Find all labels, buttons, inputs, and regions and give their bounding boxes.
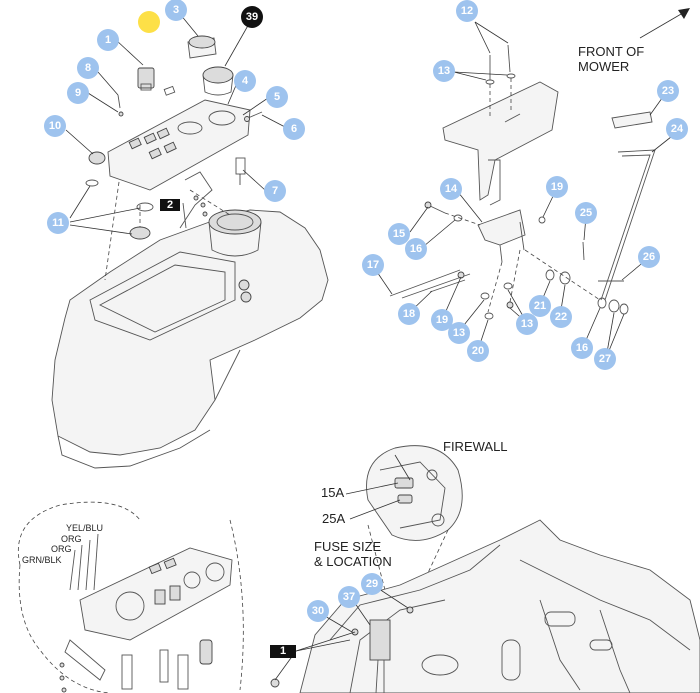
wire-grn-blk-label: GRN/BLK (22, 555, 62, 565)
callout-4[interactable]: 4 (234, 70, 256, 92)
callout-25-label: 25 (580, 207, 592, 219)
callout-12-label: 12 (461, 5, 473, 17)
callout-17-label: 17 (367, 259, 379, 271)
callout-30[interactable]: 30 (307, 600, 329, 622)
callout-13-top-label: 13 (438, 65, 450, 77)
console-assembly (51, 35, 329, 469)
wire-yel-blu-label: YEL/BLU (66, 523, 103, 533)
callout-21-label: 21 (534, 300, 546, 312)
callout-19-left[interactable]: 19 (431, 309, 453, 331)
front-of-mower-line2: MOWER (578, 59, 629, 74)
callout-7[interactable]: 7 (264, 180, 286, 202)
callout-11-label: 11 (52, 217, 64, 229)
callout-5-label: 5 (274, 91, 280, 103)
callout-16-right[interactable]: 16 (571, 337, 593, 359)
wire-org-label-2: ORG (51, 544, 72, 554)
callout-13-mid-label: 13 (453, 327, 465, 339)
frame-assembly (270, 445, 700, 693)
callout-16-left-label: 16 (410, 243, 422, 255)
callout-23[interactable]: 23 (657, 80, 679, 102)
callout-11[interactable]: 11 (47, 212, 69, 234)
callout-15[interactable]: 15 (388, 223, 410, 245)
callout-6[interactable]: 6 (283, 118, 305, 140)
firewall-label: FIREWALL (443, 439, 508, 454)
fuse-size-location-line1: FUSE SIZE (314, 539, 382, 554)
tag-2-label: 2 (167, 199, 173, 211)
callout-24-label: 24 (671, 123, 684, 135)
leaders-linkage (372, 21, 677, 359)
callout-3[interactable]: 3 (165, 0, 187, 21)
callout-9[interactable]: 9 (67, 82, 89, 104)
callout-17[interactable]: 17 (362, 254, 384, 276)
callout-14-label: 14 (445, 183, 458, 195)
callout-39[interactable]: 39 (241, 6, 263, 28)
callout-18-label: 18 (403, 308, 415, 320)
callout-12[interactable]: 12 (456, 0, 478, 22)
callout-19-right-label: 19 (551, 181, 563, 193)
callout-8-label: 8 (85, 62, 91, 74)
callout-13-top[interactable]: 13 (433, 60, 455, 82)
tag-2[interactable]: 2 (160, 199, 180, 211)
callout-highlight[interactable] (138, 11, 160, 33)
linkage-assembly (389, 8, 690, 320)
callout-10-label: 10 (49, 120, 61, 132)
callout-10[interactable]: 10 (44, 115, 66, 137)
callout-26-label: 26 (643, 251, 655, 263)
callout-29-label: 29 (366, 578, 378, 590)
callout-37-label: 37 (343, 591, 355, 603)
callout-15-label: 15 (393, 228, 405, 240)
callout-16-left[interactable]: 16 (405, 238, 427, 260)
wiring-panel-assembly (18, 501, 244, 693)
callout-13-right[interactable]: 13 (516, 313, 538, 335)
front-of-mower-line1: FRONT OF (578, 44, 644, 59)
fuse-25a-label: 25A (322, 511, 345, 526)
callout-3-label: 3 (173, 4, 179, 16)
callout-19-left-label: 19 (436, 314, 448, 326)
callout-25[interactable]: 25 (575, 202, 597, 224)
callout-37[interactable]: 37 (338, 586, 360, 608)
callout-5[interactable]: 5 (266, 86, 288, 108)
callout-39-label: 39 (246, 11, 258, 23)
wire-org-label-1: ORG (61, 534, 82, 544)
callout-29[interactable]: 29 (361, 573, 383, 595)
callout-30-label: 30 (312, 605, 324, 617)
callout-20[interactable]: 20 (467, 340, 489, 362)
callout-8[interactable]: 8 (77, 57, 99, 79)
fuse-15a-label: 15A (321, 485, 344, 500)
callout-20-label: 20 (472, 345, 484, 357)
leaders-frame (274, 482, 409, 681)
callout-13-right-label: 13 (521, 318, 533, 330)
callout-6-label: 6 (291, 123, 297, 135)
callout-26[interactable]: 26 (638, 246, 660, 268)
callout-21[interactable]: 21 (529, 295, 551, 317)
callout-13-mid[interactable]: 13 (448, 322, 470, 344)
callout-24[interactable]: 24 (666, 118, 688, 140)
callout-14[interactable]: 14 (440, 178, 462, 200)
callout-4-label: 4 (242, 75, 249, 87)
callout-23-label: 23 (662, 85, 674, 97)
callout-1-label: 1 (105, 34, 111, 46)
tag-1[interactable]: 1 (270, 645, 296, 658)
callout-9-label: 9 (75, 87, 81, 99)
callout-19-right[interactable]: 19 (546, 176, 568, 198)
callout-16-right-label: 16 (576, 342, 588, 354)
callout-27[interactable]: 27 (594, 348, 616, 370)
callout-22[interactable]: 22 (550, 306, 572, 328)
callout-18[interactable]: 18 (398, 303, 420, 325)
callout-7-label: 7 (272, 185, 278, 197)
callout-22-label: 22 (555, 311, 567, 323)
callout-27-label: 27 (599, 353, 611, 365)
callout-1[interactable]: 1 (97, 29, 119, 51)
tag-1-label: 1 (280, 645, 286, 657)
fuse-size-location-line2: & LOCATION (314, 554, 392, 569)
